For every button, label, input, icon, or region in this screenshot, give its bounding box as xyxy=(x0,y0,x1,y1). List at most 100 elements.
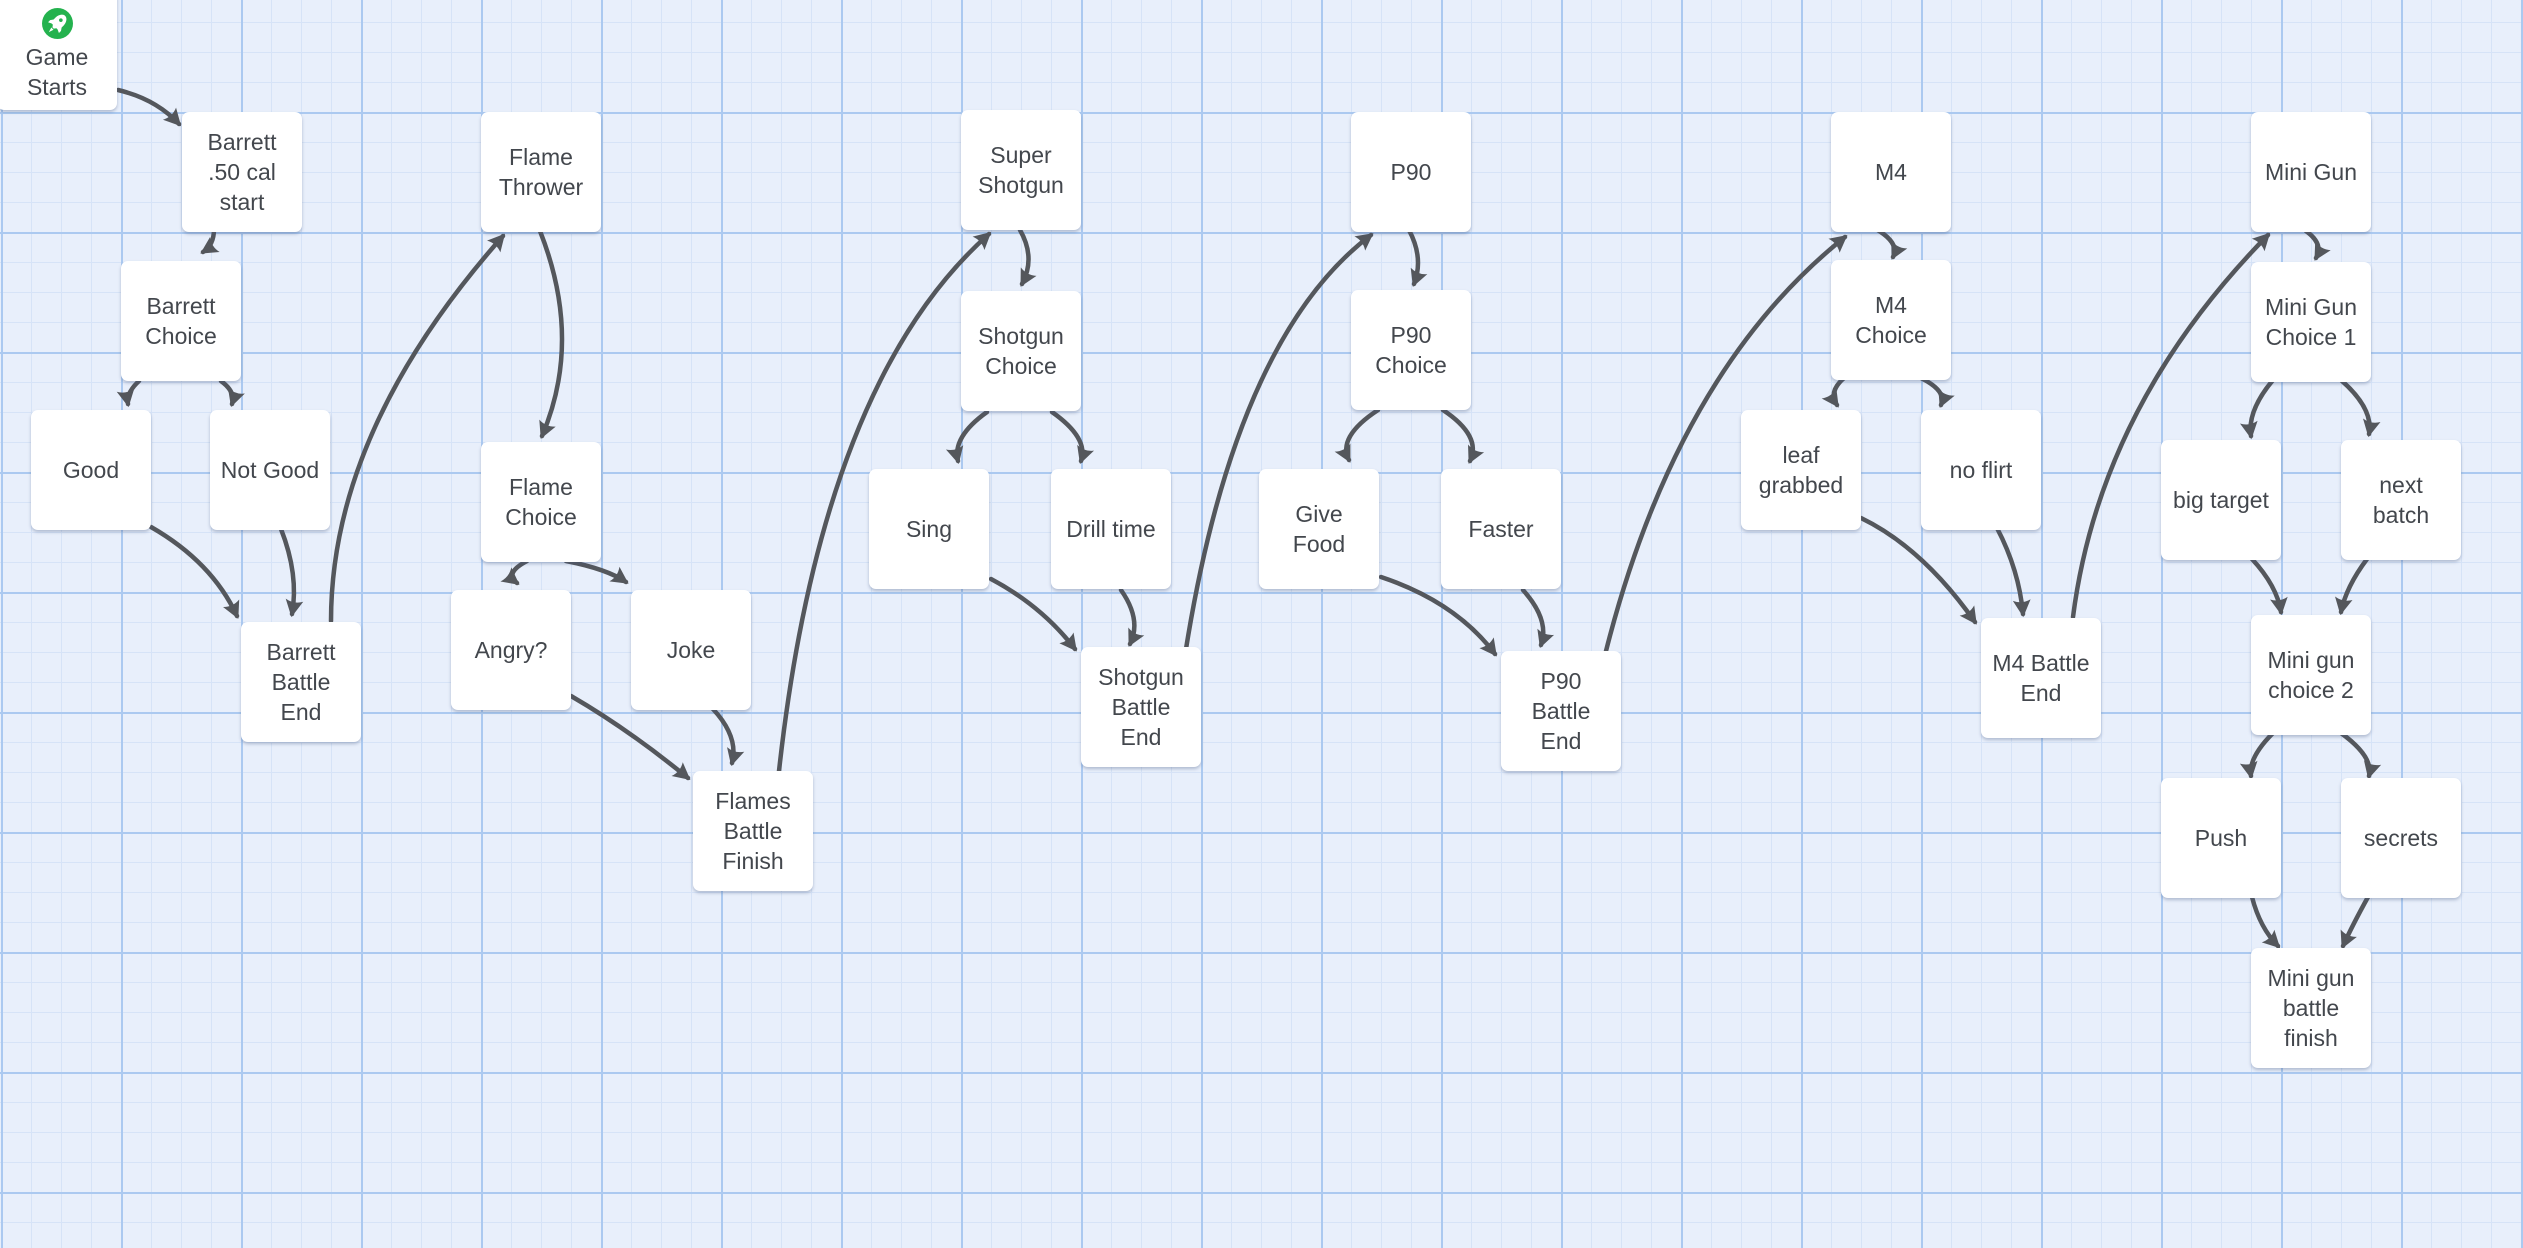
node-label: Joke xyxy=(666,637,716,663)
node-give-food[interactable]: Give Food xyxy=(1259,469,1379,589)
node-super-shotgun[interactable]: Super Shotgun xyxy=(961,110,1081,230)
node-m4-battle-end[interactable]: M4 Battle End xyxy=(1981,618,2101,738)
node-label: Flames Battle Finish xyxy=(715,788,791,874)
edge-drill-time-shotgun-battle-end xyxy=(1118,587,1145,647)
node-mini-gun-battle-finish[interactable]: Mini gun battle finish xyxy=(2251,948,2371,1068)
node-label: Mini gun battle finish xyxy=(2267,965,2355,1051)
node-no-flirt[interactable]: no flirt xyxy=(1921,410,2041,530)
node-drill-time[interactable]: Drill time xyxy=(1051,469,1171,589)
node-flame-thrower[interactable]: Flame Thrower xyxy=(481,112,601,232)
node-barrett-choice[interactable]: Barrett Choice xyxy=(121,261,241,381)
node-label: Shotgun Choice xyxy=(978,323,1064,379)
edge-barrett-start-barrett-choice xyxy=(200,226,220,255)
edge-flame-choice-joke xyxy=(563,558,629,585)
node-leaf-grabbed[interactable]: leaf grabbed xyxy=(1741,410,1861,530)
node-faster[interactable]: Faster xyxy=(1441,469,1561,589)
edge-sing-shotgun-battle-end xyxy=(988,576,1078,652)
edge-p90-choice-give-food xyxy=(1334,407,1381,463)
node-label: Barrett Battle End xyxy=(266,639,336,725)
edge-secrets-mini-gun-battle-finish xyxy=(2340,894,2371,949)
node-label: M4 xyxy=(1875,159,1907,185)
node-mini-gun[interactable]: Mini Gun xyxy=(2251,112,2371,232)
node-next-batch[interactable]: next batch xyxy=(2341,440,2461,560)
node-label: Mini Gun Choice 1 xyxy=(2264,294,2358,350)
node-label: Push xyxy=(2194,825,2248,851)
node-label: Mini gun choice 2 xyxy=(2267,647,2355,703)
node-mini-gun-choice-2[interactable]: Mini gun choice 2 xyxy=(2251,615,2371,735)
node-good[interactable]: Good xyxy=(31,410,151,530)
edge-next-batch-mini-gun-choice-2 xyxy=(2335,556,2370,616)
edge-mini-gun-mini-gun-choice-1 xyxy=(2303,228,2331,261)
node-label: P90 Battle End xyxy=(1531,668,1591,754)
node-mini-gun-choice-1[interactable]: Mini Gun Choice 1 xyxy=(2251,262,2371,382)
node-label: next batch xyxy=(2372,472,2430,528)
node-p90[interactable]: P90 xyxy=(1351,112,1471,232)
node-label: P90 xyxy=(1390,159,1432,185)
node-label: secrets xyxy=(2363,825,2439,851)
node-label: Shotgun Battle End xyxy=(1098,664,1184,750)
node-label: M4 Choice xyxy=(1855,292,1927,348)
node-label: Flame Thrower xyxy=(498,144,584,200)
node-not-good[interactable]: Not Good xyxy=(210,410,330,530)
edge-mini-gun-choice-2-push xyxy=(2239,730,2276,780)
edge-leaf-grabbed-m4-battle-end xyxy=(1858,515,1978,625)
node-label: leaf grabbed xyxy=(1758,442,1844,498)
edge-barrett-choice-not-good xyxy=(218,378,245,407)
node-sing[interactable]: Sing xyxy=(869,469,989,589)
node-label: Game Starts xyxy=(25,44,89,100)
edge-push-mini-gun-battle-finish xyxy=(2249,894,2281,949)
node-label: Flame Choice xyxy=(505,474,577,530)
node-label: Give Food xyxy=(1292,501,1346,557)
edge-flame-thrower-flame-choice xyxy=(537,228,565,439)
node-label: P90 Choice xyxy=(1375,322,1447,378)
edge-mini-gun-choice-1-next-batch xyxy=(2338,377,2381,438)
node-label: Drill time xyxy=(1066,516,1156,542)
node-joke[interactable]: Joke xyxy=(631,590,751,710)
node-label: Good xyxy=(62,457,120,483)
edge-p90-p90-choice xyxy=(1406,227,1428,287)
node-label: Mini Gun xyxy=(2264,159,2358,185)
edge-m4-choice-no-flirt xyxy=(1918,375,1955,408)
node-barrett-start[interactable]: Barrett .50 cal start xyxy=(182,112,302,232)
node-label: Barrett Choice xyxy=(145,293,217,349)
node-big-target[interactable]: big target xyxy=(2161,440,2281,560)
node-label: Super Shotgun xyxy=(978,142,1064,198)
edge-no-flirt-m4-battle-end xyxy=(1994,525,2031,618)
edge-barrett-battle-end-flame-thrower xyxy=(328,233,506,624)
node-label: Barrett .50 cal start xyxy=(207,129,277,215)
node-m4-choice[interactable]: M4 Choice xyxy=(1831,260,1951,380)
node-label: M4 Battle End xyxy=(1992,650,2090,706)
node-barrett-battle-end[interactable]: Barrett Battle End xyxy=(241,622,361,742)
node-angry[interactable]: Angry? xyxy=(451,590,571,710)
edge-shotgun-choice-drill-time xyxy=(1049,409,1095,464)
edge-not-good-barrett-battle-end xyxy=(278,526,304,618)
node-p90-battle-end[interactable]: P90 Battle End xyxy=(1501,651,1621,771)
edge-flame-choice-angry xyxy=(500,558,530,586)
node-secrets[interactable]: secrets xyxy=(2341,778,2461,898)
edge-m4-choice-leaf-grabbed xyxy=(1821,375,1847,408)
node-flame-choice[interactable]: Flame Choice xyxy=(481,442,601,562)
node-label: no flirt xyxy=(1949,457,2013,483)
start-rocket-icon xyxy=(41,8,73,39)
edge-game-starts-barrett-start xyxy=(115,87,182,127)
edge-joke-flames-battle-finish xyxy=(710,706,745,767)
edge-p90-choice-faster xyxy=(1440,407,1485,464)
edge-mini-gun-choice-1-big-target xyxy=(2239,377,2276,440)
node-game-starts[interactable]: Game Starts xyxy=(0,0,117,110)
node-label: Faster xyxy=(1468,516,1534,542)
edge-good-barrett-battle-end xyxy=(148,524,240,619)
node-p90-choice[interactable]: P90 Choice xyxy=(1351,290,1471,410)
node-shotgun-choice[interactable]: Shotgun Choice xyxy=(961,291,1081,411)
node-flames-battle-finish[interactable]: Flames Battle Finish xyxy=(693,771,813,891)
node-label: big target xyxy=(2173,487,2269,513)
edge-barrett-choice-good xyxy=(116,378,142,408)
edge-shotgun-choice-sing xyxy=(945,409,990,465)
edge-big-target-mini-gun-choice-2 xyxy=(2249,556,2288,616)
node-m4[interactable]: M4 xyxy=(1831,112,1951,232)
node-shotgun-battle-end[interactable]: Shotgun Battle End xyxy=(1081,647,1201,767)
node-push[interactable]: Push xyxy=(2161,778,2281,898)
edge-mini-gun-choice-2-secrets xyxy=(2338,730,2382,780)
node-label: Sing xyxy=(905,516,953,542)
